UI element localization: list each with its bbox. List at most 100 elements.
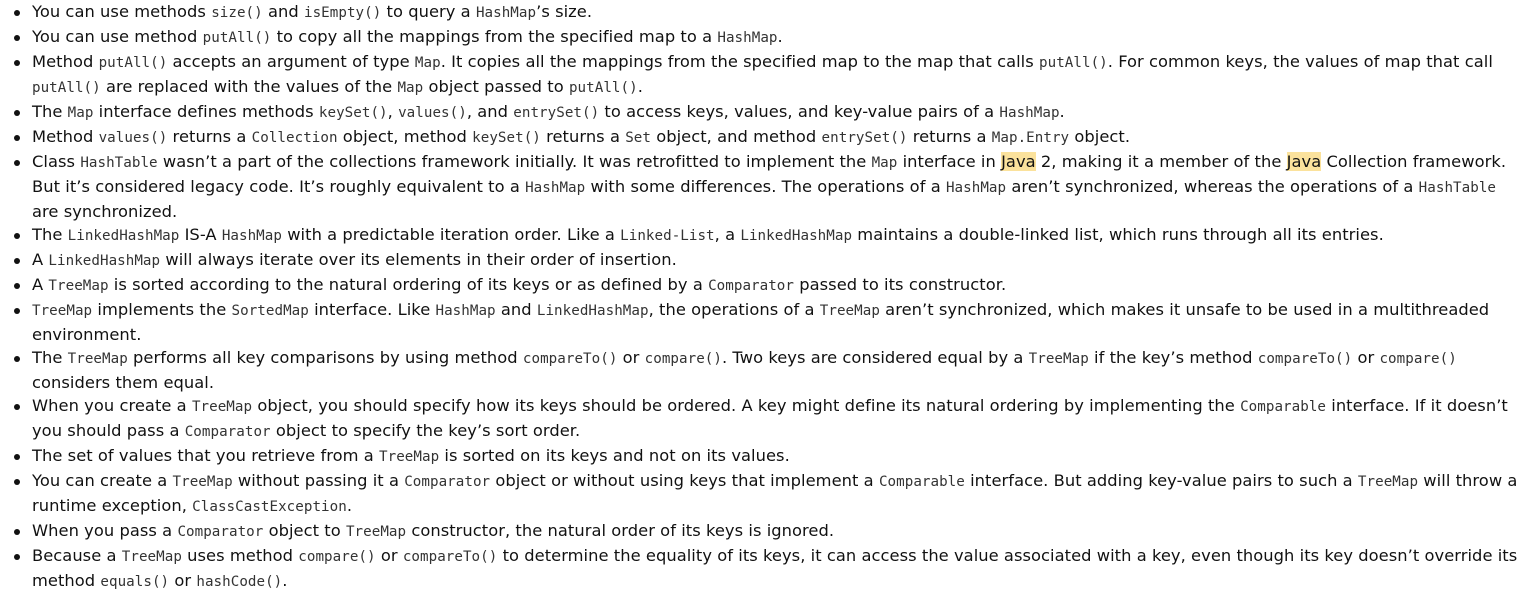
text-segment: A [32,275,49,294]
text-segment: is sorted according to the natural order… [108,275,709,294]
text-segment: aren’t synchronized, whereas the operati… [1006,177,1419,196]
inline-code: compare() [1379,351,1457,367]
text-segment: When you create a [32,396,192,415]
inline-code: keySet() [472,130,541,146]
text-segment: interface in [897,152,1002,171]
text-segment: implements the [92,300,232,319]
text-segment: and [262,2,304,21]
text-segment: considers them equal. [32,373,215,392]
inline-code: TreeMap [67,351,128,367]
text-segment: without passing it a [232,471,405,490]
inline-code: SortedMap [231,303,309,319]
text-segment: with some differences. The operations of… [585,177,946,196]
inline-code: HashMap [221,228,282,244]
text-segment: wasn’t a part of the collections framewo… [157,152,872,171]
text-segment: The set of values that you retrieve from… [32,446,380,465]
inline-code: TreeMap [345,524,407,540]
text-segment: is sorted on its keys and not on its val… [439,446,790,465]
list-item: A LinkedHashMap will always iterate over… [8,248,1522,273]
text-segment: . [777,27,783,46]
inline-code: size() [211,5,263,21]
list-item: Because a TreeMap uses method compare() … [8,544,1522,594]
list-item: Class HashTable wasn’t a part of the col… [8,150,1522,223]
inline-code: Collection [251,130,338,146]
text-segment: The [32,225,68,244]
text-segment: object, and method [650,127,822,146]
text-segment: You can create a [32,471,173,490]
list-item: The set of values that you retrieve from… [8,444,1522,469]
text-segment: IS-A [179,225,222,244]
text-segment: returns a [167,127,252,146]
inline-code: compare() [298,549,376,565]
highlighted-term: Java [1001,152,1036,171]
inline-code: hashCode() [196,574,283,590]
text-segment: . [637,77,643,96]
inline-code: Map [67,105,94,121]
text-segment: object to specify the key’s sort order. [270,421,581,440]
inline-code: HashMap [525,180,586,196]
text-segment: returns a [540,127,626,146]
inline-code: LinkedHashMap [67,228,180,244]
inline-code: Map.Entry [991,130,1070,146]
text-segment: . Two keys are considered equal by a [721,348,1029,367]
text-segment: object. [1069,127,1131,146]
inline-code: compareTo() [1257,351,1353,367]
text-segment: are replaced with the values of the [100,77,398,96]
text-segment: , and [466,102,514,121]
inline-code: isEmpty() [303,5,382,21]
text-segment: or [1352,348,1380,367]
list-item: Method putAll() accepts an argument of t… [8,50,1522,100]
text-segment: The [32,348,68,367]
text-segment: ’s size. [536,2,593,21]
text-segment: to access keys, values, and key-value pa… [599,102,1000,121]
inline-code: putAll() [32,80,101,96]
inline-code: ClassCastException [192,499,347,515]
text-segment: Method [32,52,99,71]
text-segment: or [617,348,645,367]
inline-code: TreeMap [1028,351,1089,367]
inline-code: Comparator [184,424,271,440]
inline-code: Comparator [177,524,264,540]
text-segment: will throw a runtime exception, [32,471,1518,515]
text-segment: , [387,102,399,121]
text-segment: . [346,496,353,515]
text-segment: A [32,250,49,269]
inline-code: keySet() [318,105,388,121]
text-segment: constructor, the natural order of its ke… [406,521,835,540]
text-segment: or [375,546,403,565]
inline-code: TreeMap [819,303,880,319]
inline-code: TreeMap [121,549,182,565]
text-segment: aren’t synchronized, which makes it unsa… [32,300,1490,344]
inline-code: HashTable [1418,180,1496,196]
text-segment: The [32,102,68,121]
inline-code: entrySet() [513,105,600,121]
text-segment: You can use method [32,27,203,46]
text-segment: object, method [337,127,473,146]
inline-code: equals() [100,574,170,590]
inline-code: entrySet() [821,130,908,146]
list-item: The TreeMap performs all key comparisons… [8,346,1522,394]
inline-code: TreeMap [172,474,233,490]
bullet-list: You can use methods size() and isEmpty()… [8,0,1522,594]
list-item: You can use methods size() and isEmpty()… [8,0,1522,25]
list-item: Method values() returns a Collection obj… [8,125,1522,150]
inline-code: Comparator [404,474,491,490]
inline-code: compareTo() [402,549,498,565]
inline-code: compare() [644,351,722,367]
inline-code: LinkedHashMap [536,303,649,319]
text-segment: 2, making it a member of the [1035,152,1287,171]
list-item: When you create a TreeMap object, you sh… [8,394,1522,444]
inline-code: Map [414,55,441,71]
inline-code: TreeMap [32,303,93,319]
inline-code: HashMap [717,30,778,46]
text-segment: , the operations of a [648,300,820,319]
inline-code: TreeMap [1357,474,1419,490]
text-segment: . It copies all the mappings from the sp… [440,52,1040,71]
inline-code: LinkedHashMap [48,253,161,269]
text-segment: maintains a double-linked list, which ru… [852,225,1384,244]
text-segment: When you pass a [32,521,178,540]
text-segment: interface defines methods [93,102,319,121]
inline-code: values() [98,130,168,146]
inline-code: HashMap [945,180,1007,196]
text-segment: Collection framework. But it’s considere… [32,152,1507,196]
